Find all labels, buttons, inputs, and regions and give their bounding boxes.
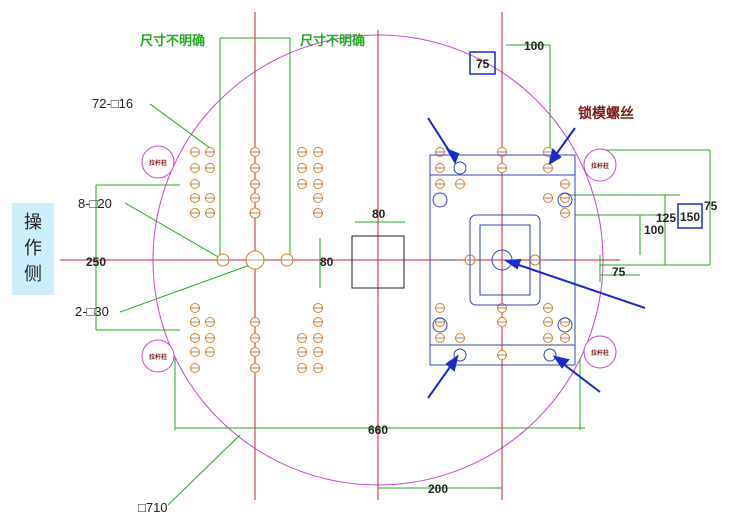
mounting-holes	[190, 147, 570, 373]
lock-screw-label: 锁模螺丝	[578, 105, 634, 122]
pillar-bottom-right	[583, 335, 617, 369]
holes-8-label: 8-□20	[78, 196, 112, 211]
holes-2-label: 2-□30	[75, 304, 109, 319]
holes-72-label: 72-□16	[92, 96, 133, 111]
dim-200-label: 200	[428, 482, 448, 496]
pillar-label-tl: 拉杆柱	[149, 159, 167, 167]
tie-bar-pillars	[141, 145, 617, 373]
uncertain-left-label: 尺寸不明确	[140, 33, 205, 49]
square-710-label: □710	[138, 500, 168, 514]
dim-660-label: 660	[368, 423, 388, 437]
dim-125-label: 125	[656, 211, 676, 225]
side-char-1: 操	[24, 212, 42, 233]
pillar-labels: 拉杆柱 拉杆柱 拉杆柱 拉杆柱	[149, 159, 609, 361]
box-75-frame	[469, 51, 496, 75]
lock-screw-arrows	[427, 117, 646, 399]
operator-side-label: 操 作 侧	[12, 203, 54, 295]
side-char-3: 侧	[24, 264, 42, 285]
pillar-label-tr: 拉杆柱	[591, 162, 609, 170]
dim-150-label: 150	[680, 210, 700, 224]
center-square-80	[351, 235, 405, 289]
dim-75-bottom-label: 75	[612, 265, 626, 279]
dimension-lines	[95, 37, 711, 506]
pillar-bottom-left	[141, 339, 175, 373]
pillar-top-right	[583, 148, 617, 182]
dim-100-top-label: 100	[524, 39, 544, 53]
dim-80-side-label: 80	[320, 255, 334, 269]
side-char-2: 作	[24, 238, 42, 259]
pillar-label-bl: 拉杆柱	[149, 353, 167, 361]
uncertain-right-label: 尺寸不明确	[300, 33, 365, 49]
dim-80-top-label: 80	[372, 207, 386, 221]
box-75-label: 75	[476, 57, 490, 71]
pillar-label-br: 拉杆柱	[591, 349, 609, 357]
dim-100-side-label: 100	[644, 223, 664, 237]
dim-75-right-label: 75	[704, 199, 718, 213]
pillar-top-left	[141, 145, 175, 179]
dim-250-label: 250	[86, 255, 106, 269]
box-150-frame	[677, 203, 703, 229]
